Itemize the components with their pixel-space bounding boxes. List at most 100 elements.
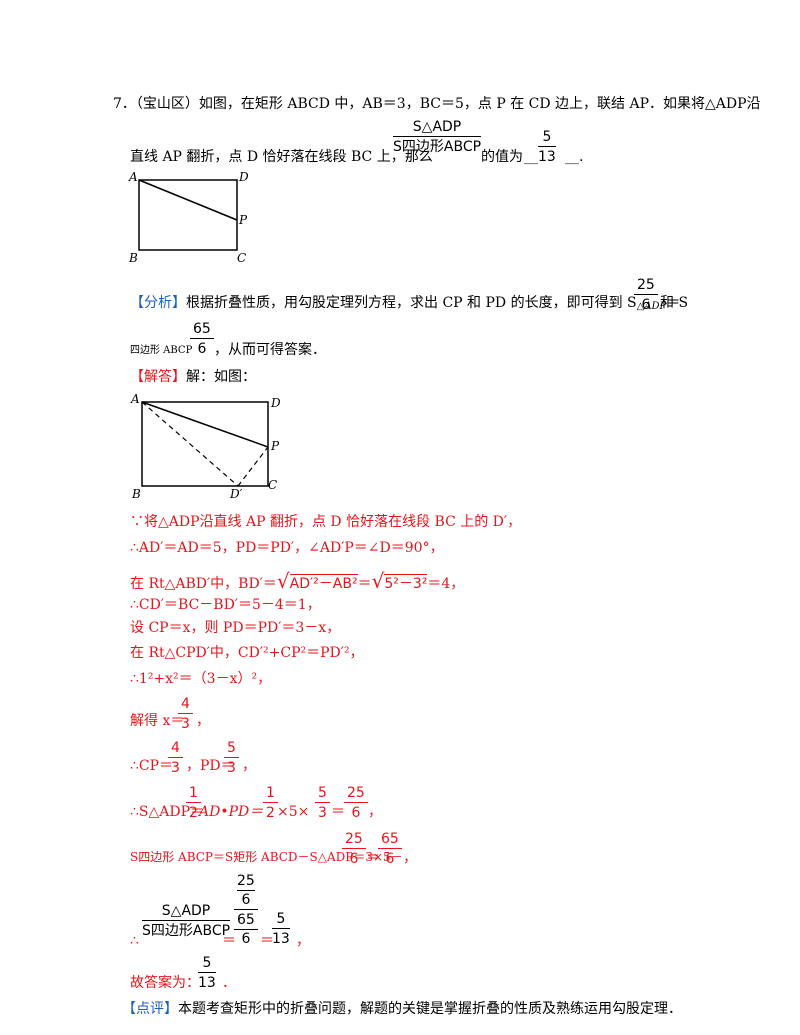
label-d-prime: D′ <box>229 487 243 501</box>
solution-heading: 【解答】解：如图： <box>130 370 256 384</box>
answer-blank-left: __ <box>524 149 538 165</box>
step-11-comma: ， <box>403 850 417 866</box>
segment-ap <box>138 179 238 221</box>
fraction-numerator: 25 <box>344 786 368 803</box>
step-8-fraction: 4 3 <box>178 697 193 731</box>
analysis-text-3: 四边形 ABCP <box>130 345 193 356</box>
segment-ap <box>141 401 269 448</box>
compound-numerator: 25 6 <box>234 874 258 910</box>
step-10-fraction-half-1: 1 2 <box>186 786 201 820</box>
fraction-numerator: 4 <box>178 697 193 714</box>
sqrt-icon: √ <box>276 569 290 593</box>
step-10-adpd: AD•PD＝ <box>199 804 264 820</box>
fraction-numerator: 5 <box>272 912 290 929</box>
fraction-denominator: 2 <box>266 805 275 821</box>
fraction-numerator: S△ADP <box>142 904 231 921</box>
label-d: D <box>238 170 249 184</box>
rectangle-abcd <box>141 401 269 487</box>
step-13-period: ． <box>222 975 236 991</box>
step-10-fraction-25-6: 25 6 <box>344 786 368 820</box>
compound-denominator: 65 6 <box>234 910 258 946</box>
step-9-text: ∴CP＝ <box>130 758 174 774</box>
answer-denominator: 13 <box>538 149 556 165</box>
analysis-text-2: 和 S <box>660 295 689 311</box>
fraction-denominator: S四边形ABCP <box>142 923 231 939</box>
step-13-text: 故答案为： <box>130 975 200 991</box>
analysis-fraction-25-6: 25 6 <box>634 278 658 312</box>
step-8-comma: ， <box>196 713 210 729</box>
solution-tag: 【解答】 <box>130 369 186 385</box>
analysis-sub-adp: △ADP <box>636 301 667 312</box>
step-11-fraction-65-6: 65 6 <box>378 832 402 866</box>
step-4: ∴CD′＝BC－BD′＝5－4＝1， <box>130 597 321 613</box>
label-p: P <box>270 439 280 453</box>
step-12-eq-2: ＝ <box>260 933 274 949</box>
fraction-denominator: 6 <box>641 297 651 313</box>
step-13-fraction: 5 13 <box>198 956 216 990</box>
fraction-numerator: 5 <box>198 956 216 973</box>
label-b: B <box>131 487 141 501</box>
fraction-numerator: 65 <box>378 832 402 849</box>
step-12-eq-1: ＝ <box>222 933 236 949</box>
fraction-denominator: 2 <box>189 805 198 821</box>
step-3-text: 在 Rt△ABD′中，BD′＝ <box>130 576 277 592</box>
problem-ratio-fraction: S△ADP S四边形ABCP <box>393 120 482 154</box>
segment-pd-prime <box>237 446 269 487</box>
step-9-fraction-pd: 5 3 <box>224 741 239 775</box>
step-11-text: S四边形 ABCP＝S矩形 ABCD－S△ADP＝3×5－ <box>130 850 403 864</box>
figure-rectangle-abcd: A D P B C <box>128 170 249 265</box>
step-12-fraction-5-13: 5 13 <box>272 912 290 946</box>
step-8-text: 解得 x＝ <box>130 713 185 729</box>
step-12-ratio-fraction: S△ADP S四边形ABCP <box>142 904 231 939</box>
answer-fraction: 5 13 <box>538 130 556 164</box>
analysis-eq: ＝ <box>666 295 681 311</box>
step-7: ∴1²+x²＝（3－x）²， <box>130 671 272 687</box>
step-3: 在 Rt△ABD′中，BD′＝√AD′²－AB²＝√5²－3²＝4， <box>130 569 464 593</box>
numerator-top: 25 <box>237 873 255 891</box>
review-text: 本题考查矩形中的折叠问题，解题的关键是掌握折叠的性质及熟练运用勾股定理． <box>178 1001 682 1017</box>
rectangle-abcd <box>138 179 238 251</box>
numerator-bottom: 6 <box>241 892 251 908</box>
analysis-fraction-65-6: 65 6 <box>190 322 214 356</box>
review-tag: 【点评】 <box>122 1001 178 1017</box>
problem-line-1: 7．（宝山区）如图，在矩形 ABCD 中，AB＝3，BC＝5，点 P 在 CD … <box>113 96 761 112</box>
problem-line-2b: 的值为 <box>481 149 523 165</box>
label-c: C <box>268 478 277 492</box>
fraction-numerator: 1 <box>263 786 278 803</box>
fraction-denominator: 6 <box>385 851 395 867</box>
step-6: 在 Rt△CPD′中，CD′²+CP²＝PD′²， <box>130 645 364 661</box>
fraction-numerator: 5 <box>224 741 239 758</box>
step-10-fraction-5-3: 5 3 <box>315 786 330 820</box>
solution-text: 解：如图： <box>186 369 256 385</box>
step-10-eq: ＝ <box>331 804 345 820</box>
step-12-comma: ， <box>296 933 310 949</box>
step-3-eq: ＝ <box>357 576 372 592</box>
step-9-fraction-cp: 4 3 <box>168 741 183 775</box>
denominator-bottom: 6 <box>241 931 251 947</box>
step-2: ∴AD′＝AD＝5，PD＝PD′，∠AD′P＝∠D＝90°， <box>130 540 444 556</box>
step-11-eq: ＝ <box>366 850 380 866</box>
analysis-paragraph: 【分析】根据折叠性质，用勾股定理列方程，求出 CP 和 PD 的长度，即可得到 … <box>130 296 680 312</box>
fraction-denominator: 6 <box>351 805 361 821</box>
step-9-pd: ，PD＝ <box>186 758 235 774</box>
fraction-numerator: 4 <box>168 741 183 758</box>
step-10-comma: ， <box>368 804 382 820</box>
step-12-compound-fraction: 25 6 65 6 <box>234 874 258 946</box>
fraction-denominator: 13 <box>198 975 216 991</box>
label-c: C <box>237 251 246 265</box>
step-10-text: ∴S△ADP＝ <box>130 804 205 820</box>
label-a: A <box>128 170 138 184</box>
fraction-numerator: 1 <box>186 786 201 803</box>
label-p: P <box>238 213 248 227</box>
label-a: A <box>130 392 140 406</box>
label-d: D <box>270 396 281 410</box>
fraction-numerator: 5 <box>315 786 330 803</box>
review-paragraph: 【点评】本题考查矩形中的折叠问题，解题的关键是掌握折叠的性质及熟练运用勾股定理． <box>122 1002 682 1016</box>
step-5: 设 CP＝x，则 PD＝PD′＝3－x， <box>130 620 341 636</box>
fraction-numerator: S△ADP <box>393 120 482 137</box>
step-1: ∵将△ADP沿直线 AP 翻折，点 D 恰好落在线段 BC 上的 D′， <box>130 514 522 530</box>
fraction-denominator: 6 <box>197 341 207 357</box>
step-9-comma: ， <box>242 758 256 774</box>
fraction-denominator: 3 <box>227 760 236 776</box>
fraction-numerator: 25 <box>634 278 658 295</box>
